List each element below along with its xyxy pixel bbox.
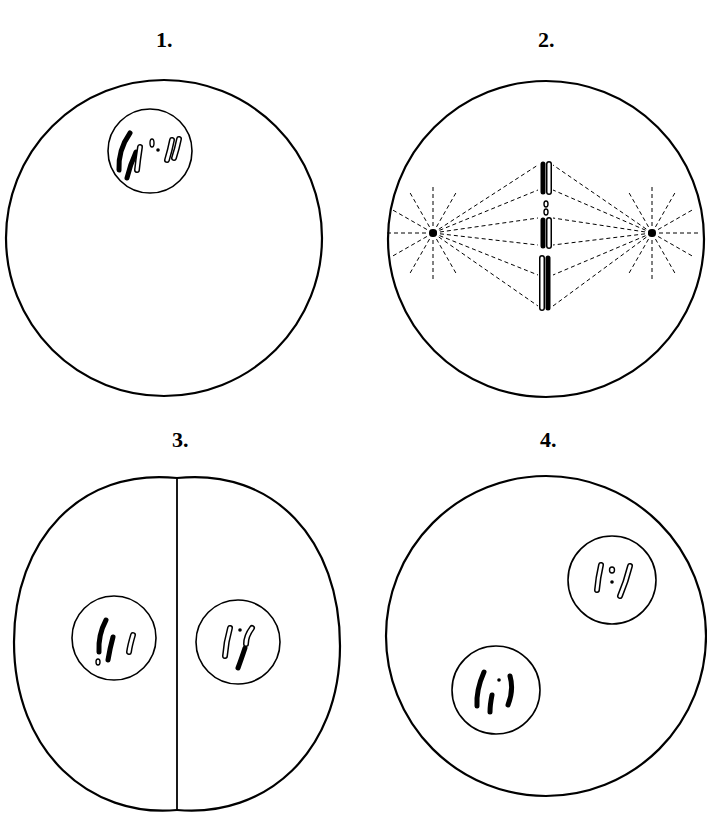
- centrosome: [648, 229, 656, 237]
- centrosome: [429, 229, 437, 237]
- cell-outline: [386, 476, 706, 796]
- cell-outline: [14, 477, 177, 811]
- cell-membrane: [176, 478, 178, 810]
- figure-number: 1.: [156, 29, 173, 51]
- chromosome: [99, 133, 548, 712]
- cell-outline: [388, 81, 704, 397]
- nucleus: [452, 646, 540, 734]
- nucleus: [108, 109, 192, 193]
- cell-outline: [6, 80, 322, 396]
- nucleus: [72, 596, 156, 680]
- nucleus: [568, 536, 656, 624]
- figure-number: 2.: [538, 29, 555, 51]
- chromatin-granule: [96, 139, 615, 665]
- chromosome: [129, 139, 630, 656]
- nucleus: [196, 600, 280, 684]
- chromatin-dot: [156, 148, 614, 682]
- figure-number: 3.: [172, 429, 189, 451]
- cell-outline: [177, 477, 340, 811]
- figure-number: 4.: [540, 429, 557, 451]
